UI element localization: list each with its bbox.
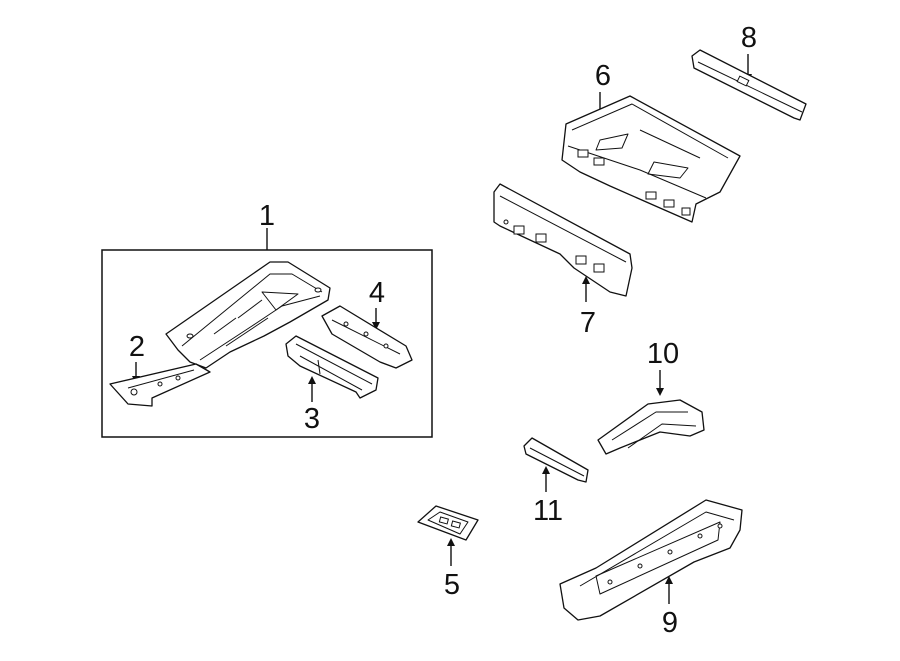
part-9-side-rail (559, 499, 743, 621)
callout-10: 10 (647, 338, 679, 370)
callout-1: 1 (259, 200, 275, 232)
group-box-1 (101, 228, 433, 438)
part-6-rear-floor (561, 95, 741, 223)
part-1-floor-pan (165, 261, 331, 369)
callout-6: 6 (595, 60, 611, 92)
part-4-crossmember (321, 305, 413, 369)
part-11-reinforcement (523, 437, 589, 483)
callout-11: 11 (533, 495, 563, 527)
callout-2: 2 (129, 331, 145, 363)
part-8-rear-rail (691, 49, 807, 121)
callout-9: 9 (662, 607, 678, 639)
callout-8: 8 (741, 22, 757, 54)
callout-4: 4 (369, 277, 385, 309)
callout-5: 5 (444, 569, 460, 601)
part-10-floor-extension (597, 399, 705, 455)
part-3-crossmember (285, 335, 379, 399)
callout-3: 3 (304, 403, 320, 435)
part-5-patch-plate (417, 505, 479, 541)
part-2-bracket (109, 363, 211, 407)
callout-7: 7 (580, 307, 596, 339)
part-7-rear-panel (493, 183, 633, 297)
